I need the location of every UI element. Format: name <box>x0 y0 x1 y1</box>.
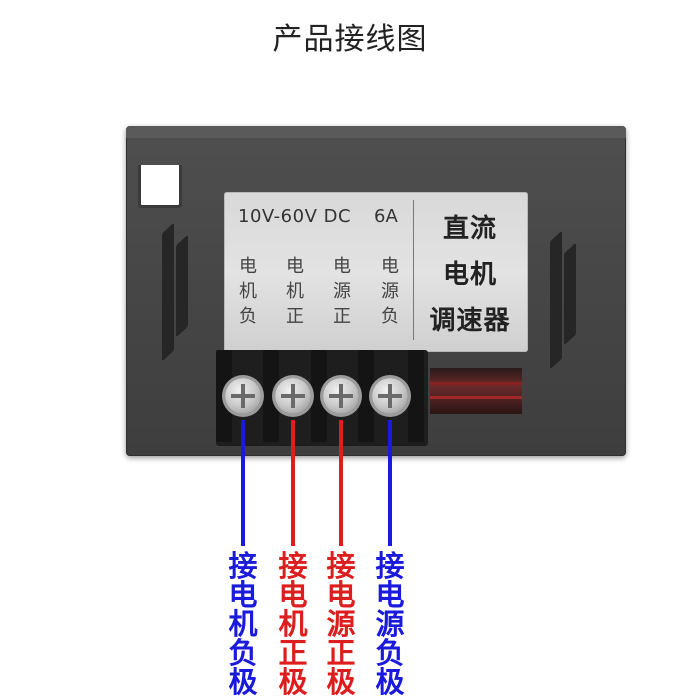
terminal-barrier <box>263 350 279 442</box>
label-divider <box>413 200 414 340</box>
product-name-line-3: 调速器 <box>429 306 511 336</box>
terminal-screw-motor-positive[interactable] <box>275 378 311 414</box>
terminal-barrier <box>311 350 327 442</box>
terminal-barrier <box>408 350 424 442</box>
callout-power-positive: 接电源正极 <box>326 549 356 699</box>
wire-line-motor-negative <box>241 420 245 546</box>
terminal-screw-motor-negative[interactable] <box>225 378 261 414</box>
vent-slot <box>162 294 174 362</box>
wire-stripe <box>430 396 522 399</box>
callout-power-negative: 接电源负极 <box>375 549 405 699</box>
terminal-barrier <box>358 350 374 442</box>
spec-label <box>224 192 528 352</box>
current-spec: 6A <box>374 206 398 227</box>
vent-slot <box>176 270 188 338</box>
terminal-barrier <box>216 350 232 442</box>
callout-motor-positive: 接电机正极 <box>278 549 308 699</box>
product-name-line-1: 直流 <box>442 214 497 244</box>
wire-line-motor-positive <box>291 420 295 546</box>
vent-slot <box>550 302 562 370</box>
wire-stripe <box>430 382 522 385</box>
terminal-screw-power-negative[interactable] <box>372 378 408 414</box>
wire-line-power-negative <box>388 420 392 546</box>
internal-wires <box>430 368 522 414</box>
terminal-screw-power-positive[interactable] <box>323 378 359 414</box>
terminal-label-power-negative: 电源负 <box>381 256 399 327</box>
product-name-line-2: 电机 <box>442 260 497 290</box>
terminal-label-motor-negative: 电机负 <box>239 256 257 327</box>
wire-line-power-positive <box>339 420 343 546</box>
callout-motor-negative: 接电机负极 <box>228 549 258 699</box>
mounting-notch <box>138 165 182 208</box>
page-title: 产品接线图 <box>272 22 428 57</box>
terminal-label-motor-positive: 电机正 <box>286 256 304 327</box>
terminal-label-power-positive: 电源正 <box>333 256 351 327</box>
voltage-spec: 10V-60V DC <box>238 206 352 227</box>
housing-rim <box>126 126 626 138</box>
vent-slot <box>564 278 576 346</box>
